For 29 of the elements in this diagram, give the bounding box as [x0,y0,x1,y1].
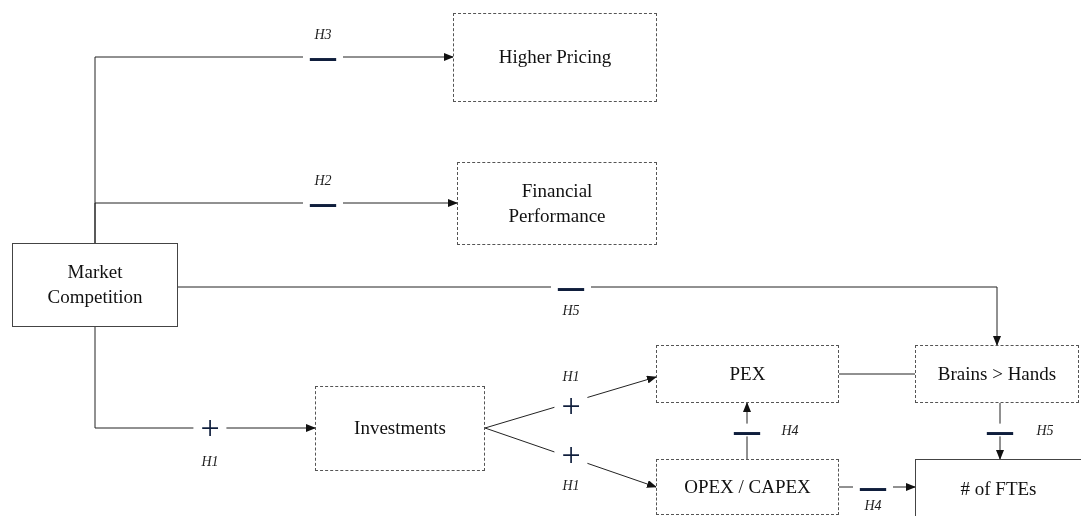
node-text: Financial Performance [507,178,607,228]
edge-label: H3 [314,27,332,43]
dashed-box [457,162,657,245]
node-text: Higher Pricing [498,45,612,70]
arrow [177,286,1001,346]
edge-label: H5 [1036,423,1054,439]
node-text: OPEX / CAPEX [684,474,811,499]
edge-label: H4 [864,498,882,514]
edge-label: H1 [562,478,580,494]
node-text: Investments [354,416,446,441]
dashed-box [915,345,1079,403]
edge-label: H1 [201,454,219,470]
node-text: Brains > Hands [937,361,1057,386]
edge-label: H2 [314,173,332,189]
edge-label: H1 [562,369,580,385]
process-box [12,243,178,327]
arrow [94,199,458,244]
process-box [915,459,1081,516]
dashed-box [656,345,839,403]
edge-label: H4 [781,423,799,439]
dashed-box [656,459,839,515]
dashed-box [453,13,657,102]
arrow [94,326,316,432]
dashed-box [315,386,485,471]
edge-label: H5 [562,303,580,319]
node-text: PEX [729,361,766,386]
node-text: Market Competition [46,260,144,309]
connector-line [838,373,916,375]
node-text: # of FTEs [960,477,1037,502]
